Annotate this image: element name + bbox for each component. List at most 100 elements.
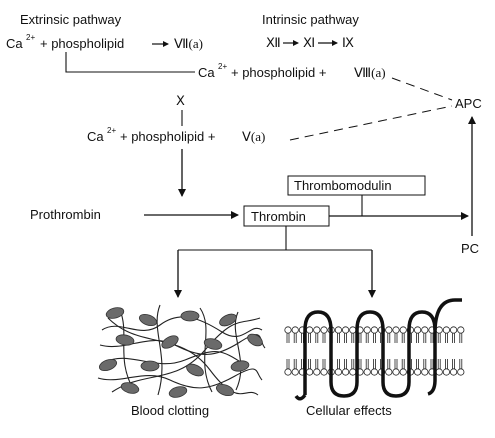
lipid-head	[313, 368, 321, 376]
cell-membrane-illustration	[284, 326, 465, 376]
lipid-head	[392, 368, 400, 376]
factor-viia-label: Ⅶ(a)	[174, 36, 203, 51]
lipid-head	[392, 326, 400, 334]
lipid-tail	[286, 333, 290, 343]
extrinsic-pathway-title: Extrinsic pathway	[20, 12, 122, 27]
lipid-head	[305, 368, 314, 376]
lipid-tail	[301, 359, 304, 369]
lipid-tail	[423, 359, 427, 369]
factor-ix-label: Ⅸ	[342, 35, 354, 50]
lipid-tail	[437, 359, 441, 369]
lipid-tail	[351, 359, 355, 369]
extrinsic-connector-line	[65, 52, 195, 73]
lipid-tail	[315, 333, 319, 343]
viii-phospholipid-label: + phospholipid +	[231, 65, 326, 80]
lipid-head	[334, 326, 342, 334]
lipid-head	[457, 326, 465, 334]
lipid-tail	[308, 359, 311, 369]
factor-xi-label: Ⅺ	[303, 35, 315, 50]
viii-ca-charge: 2+	[218, 62, 227, 71]
lipid-tail	[423, 333, 427, 343]
thrombin-label: Thrombin	[251, 209, 306, 224]
lipid-head	[349, 368, 357, 376]
thrombomodulin-label: Thrombomodulin	[294, 178, 392, 193]
extrinsic-phospholipid-label: + phospholipid	[40, 36, 124, 51]
lipid-tail	[308, 333, 311, 343]
receptor-helices-icon	[303, 310, 437, 398]
lipid-tail	[373, 359, 376, 369]
apc-label: APC	[455, 96, 482, 111]
lipid-head	[457, 368, 465, 376]
prothrombin-label: Prothrombin	[30, 207, 101, 222]
lipid-tail	[315, 359, 319, 369]
lipid-tail	[358, 333, 362, 343]
lipid-tail	[416, 359, 419, 369]
lipid-head	[442, 326, 450, 334]
lipid-tail	[337, 333, 340, 343]
lipid-head	[363, 326, 371, 334]
lipid-tail	[365, 359, 369, 369]
lipid-tail	[394, 333, 398, 343]
lipid-tail	[401, 359, 405, 369]
lipid-head	[313, 326, 321, 334]
lipid-tail	[394, 359, 398, 369]
lipid-head	[385, 368, 393, 376]
thrombomodulin-box	[287, 175, 426, 196]
lipid-head	[399, 326, 407, 334]
lipid-head	[291, 326, 299, 334]
lipid-head	[284, 368, 292, 376]
lipid-tail	[365, 333, 369, 343]
lipid-tail	[445, 333, 448, 343]
lipid-tail	[459, 359, 463, 369]
lipid-head	[413, 326, 422, 334]
factor-viiia-label: Ⅷ(a)	[354, 65, 386, 80]
factor-va-label: Ⅴ(a)	[242, 129, 265, 144]
extrinsic-ca-label: Ca	[6, 36, 23, 51]
viii-ca-label: Ca	[198, 65, 215, 80]
lipid-tail	[445, 359, 448, 369]
va-apc-dashed-line	[289, 105, 453, 141]
lipid-tail	[459, 333, 463, 343]
lipid-tail	[373, 333, 376, 343]
lipid-head	[370, 326, 378, 334]
lipid-tail	[351, 333, 355, 343]
lipid-head	[341, 326, 350, 334]
lipid-head	[399, 368, 407, 376]
lipid-head	[284, 326, 292, 334]
lipid-head	[341, 368, 350, 376]
pc-label: PC	[461, 241, 479, 256]
lipid-tail	[358, 359, 362, 369]
lipid-tail	[430, 359, 434, 369]
lipid-head	[413, 368, 422, 376]
lipid-head	[320, 326, 328, 334]
lipid-tail	[322, 333, 326, 343]
red-blood-cells	[98, 307, 263, 398]
lipid-tail	[301, 333, 304, 343]
lipid-head	[305, 326, 314, 334]
lipid-tail	[387, 333, 391, 343]
lipid-tail	[337, 359, 340, 369]
lipid-tail	[344, 333, 347, 343]
lipid-head	[421, 326, 429, 334]
receptor-tail-icon	[294, 298, 462, 401]
factor-xii-label: Ⅻ	[266, 35, 281, 50]
lipid-tail	[437, 333, 441, 343]
lipid-head	[370, 368, 378, 376]
lipid-head	[421, 368, 429, 376]
lipid-tail	[430, 333, 434, 343]
lipid-tail	[293, 359, 297, 369]
extrinsic-ca-charge: 2+	[26, 33, 35, 42]
factor-x-label: Ⅹ	[176, 93, 185, 108]
cellular-effects-label: Cellular effects	[306, 403, 392, 418]
lipid-head	[334, 368, 342, 376]
lipid-head	[385, 326, 393, 334]
lipid-head	[435, 368, 443, 376]
lipid-tail	[452, 333, 455, 343]
lipid-head	[435, 326, 443, 334]
lipid-head	[363, 368, 371, 376]
intrinsic-pathway-title: Intrinsic pathway	[262, 12, 359, 27]
lipid-head	[349, 326, 357, 334]
v-ca-charge: 2+	[107, 126, 116, 135]
